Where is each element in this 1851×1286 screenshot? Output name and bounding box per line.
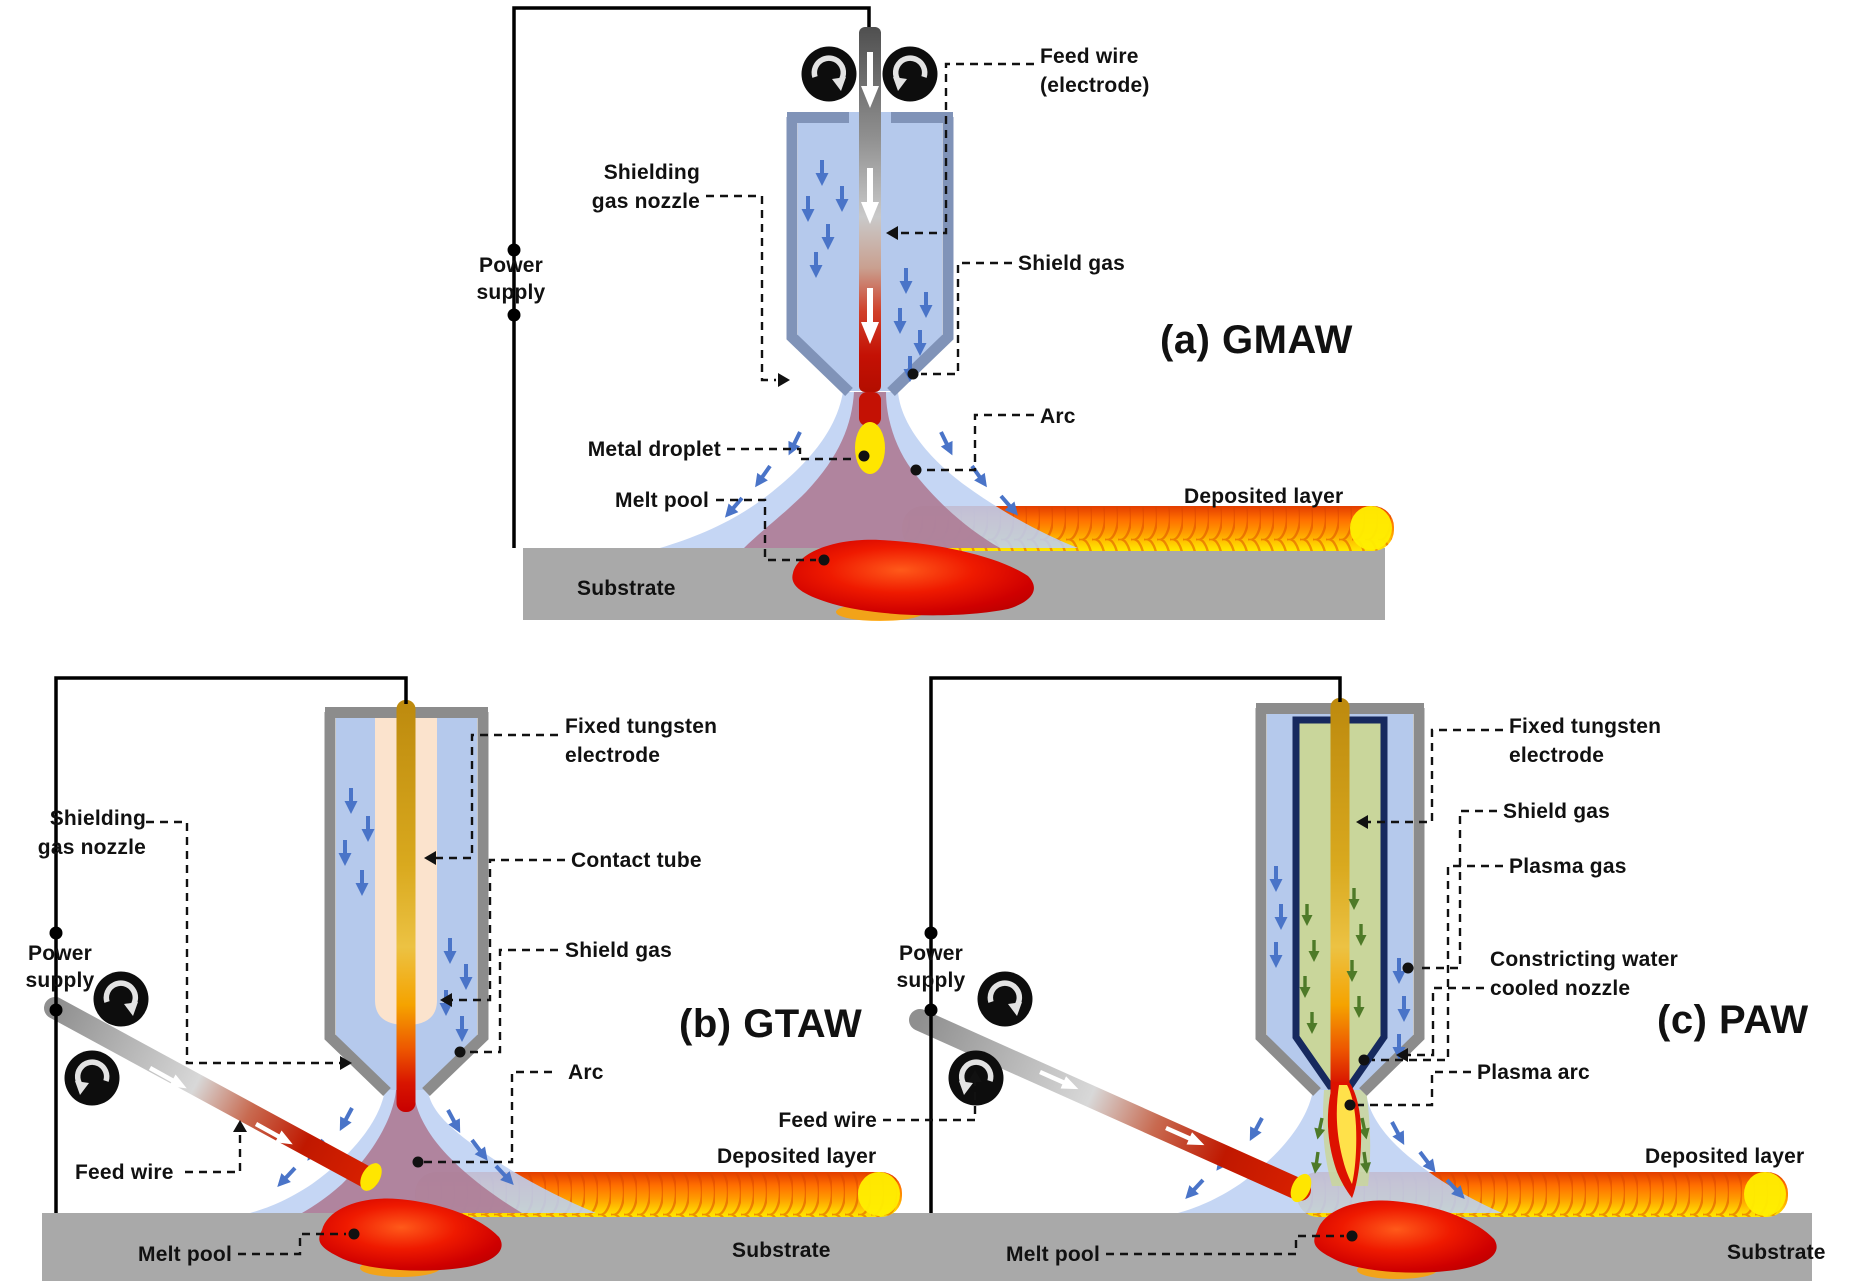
- callout-ends-c: [968, 815, 1414, 1242]
- label-shielding-gas-nozzle-a: Shielding gas nozzle: [591, 161, 700, 213]
- label-feed-wire-a: Feed wire (electrode): [1040, 45, 1150, 97]
- callout-feed-wire-c: [883, 1080, 977, 1122]
- callout-arc-a: [924, 413, 1034, 472]
- label-plasma-arc-c: Plasma arc: [1477, 1061, 1590, 1084]
- callout-arc-b: [424, 1070, 558, 1164]
- tungsten-electrode-c: [1330, 698, 1350, 1112]
- label-plasma-gas-c: Plasma gas: [1509, 855, 1627, 878]
- label-shield-gas-c: Shield gas: [1503, 800, 1611, 823]
- callout-fixed-tungsten-c: [1368, 728, 1503, 824]
- label-feed-wire-b: Feed wire: [75, 1161, 174, 1184]
- label-shield-gas-b: Shield gas: [565, 939, 673, 962]
- label-power-supply-c: Power supply: [896, 942, 966, 992]
- power-circuit-b: [49, 676, 408, 1213]
- callouts-c: [883, 728, 1503, 1256]
- melt-pool-a: [792, 539, 1034, 621]
- label-feed-wire-c: Feed wire: [778, 1109, 877, 1132]
- label-melt-pool-b: Melt pool: [138, 1243, 232, 1266]
- label-deposited-layer-a: Deposited layer: [1184, 485, 1344, 508]
- panel-title-gtaw: (b) GTAW: [679, 1002, 863, 1046]
- label-shield-gas-a: Shield gas: [1018, 252, 1126, 275]
- label-deposited-layer-b: Deposited layer: [717, 1145, 877, 1168]
- feed-wire-b: [44, 997, 382, 1191]
- feed-wire-c: [909, 1009, 1312, 1203]
- feed-roll: [802, 47, 857, 102]
- callout-metal-droplet-a: [727, 447, 856, 461]
- label-arc-b: Arc: [568, 1061, 604, 1084]
- label-substrate-a: Substrate: [577, 577, 676, 600]
- callout-shielding-nozzle-b: [146, 820, 340, 1065]
- torch-gtaw: [324, 700, 489, 1112]
- callout-fixed-tungsten-b: [436, 733, 558, 860]
- label-substrate-c: Substrate: [1727, 1241, 1826, 1264]
- panel-paw: [883, 676, 1812, 1281]
- panel-gmaw: [507, 6, 1394, 621]
- tungsten-electrode-b: [396, 700, 416, 1112]
- label-melt-pool-c: Melt pool: [1006, 1243, 1100, 1266]
- label-deposited-layer-c: Deposited layer: [1645, 1145, 1805, 1168]
- callout-shield-gas-b: [468, 948, 558, 1054]
- feed-roll: [65, 1051, 120, 1106]
- callout-ends-b: [233, 851, 466, 1240]
- melt-pool-b: [319, 1198, 502, 1277]
- torch-paw: [1255, 698, 1425, 1112]
- power-circuit-c: [924, 676, 1342, 1213]
- panel-title-paw: (c) PAW: [1657, 998, 1809, 1042]
- callout-shielding-nozzle-a: [706, 194, 776, 382]
- callout-melt-pool-c: [1106, 1234, 1344, 1256]
- panel-title-gmaw: (a) GMAW: [1160, 318, 1353, 362]
- label-substrate-b: Substrate: [732, 1239, 831, 1262]
- label-constricting-nozzle-c: Constricting water cooled nozzle: [1490, 948, 1678, 1000]
- label-contact-tube-b: Contact tube: [571, 849, 702, 872]
- callout-shield-gas-c: [1416, 809, 1497, 970]
- callout-ends-a: [778, 226, 922, 566]
- callout-feed-wire-a: [898, 62, 1034, 235]
- label-power-supply-b: Power supply: [25, 942, 95, 992]
- panel-gtaw: [42, 676, 926, 1281]
- label-metal-droplet-a: Metal droplet: [587, 438, 721, 461]
- callouts-a: [706, 62, 1034, 562]
- callout-plasma-gas-c: [1372, 864, 1503, 1062]
- callout-constricting-nozzle-c: [1408, 986, 1484, 1057]
- label-arc-a: Arc: [1040, 405, 1076, 428]
- power-circuit-a: [507, 6, 871, 548]
- feed-roll: [883, 47, 938, 102]
- label-shielding-gas-nozzle-b: Shielding gas nozzle: [37, 807, 146, 859]
- metal-droplet-a: [855, 422, 885, 474]
- label-fixed-tungsten-c: Fixed tungsten electrode: [1509, 715, 1662, 767]
- callout-melt-pool-b: [238, 1232, 346, 1256]
- label-power-supply-a: Power supply: [476, 254, 546, 304]
- feed-wire-electrode-a: [859, 27, 881, 426]
- label-melt-pool-a: Melt pool: [615, 489, 709, 512]
- label-fixed-tungsten-b: Fixed tungsten electrode: [565, 715, 718, 767]
- callout-plasma-arc-c: [1358, 1070, 1471, 1107]
- callouts-b: [146, 733, 565, 1256]
- callout-feed-wire-b: [185, 1130, 242, 1174]
- callout-shield-gas-a: [921, 261, 1012, 376]
- callout-contact-tube-b: [452, 858, 565, 1002]
- melt-pool-c: [1314, 1200, 1497, 1279]
